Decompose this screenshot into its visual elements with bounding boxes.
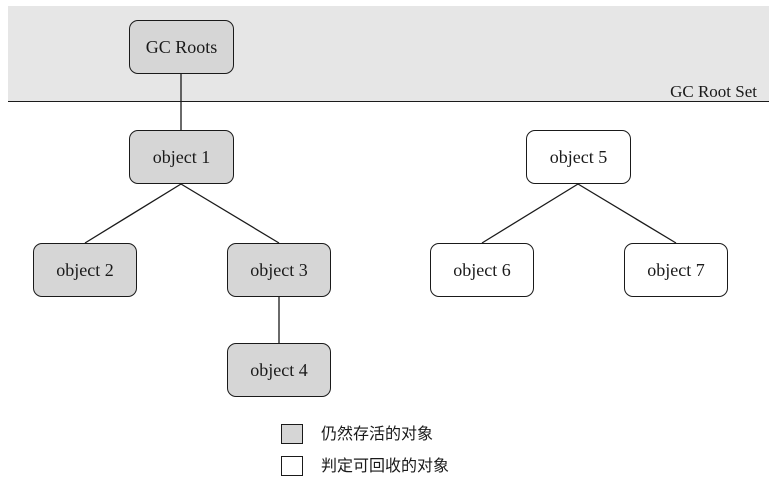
node-object-4: object 4 — [227, 343, 331, 397]
gc-root-set-label: GC Root Set — [670, 82, 757, 101]
node-object-5: object 5 — [526, 130, 631, 184]
node-label: object 1 — [152, 146, 211, 167]
edge-object-5-object-6 — [481, 183, 579, 244]
node-object-3: object 3 — [227, 243, 331, 297]
legend-label-collectible: 判定可回收的对象 — [321, 456, 450, 475]
legend-swatch-collectible — [281, 456, 303, 476]
legend-swatch-alive — [281, 424, 303, 444]
node-object-7: object 7 — [624, 243, 728, 297]
legend-item-collectible: 判定可回收的对象 — [281, 455, 449, 477]
node-object-6: object 6 — [430, 243, 534, 297]
node-gc-roots: GC Roots — [129, 20, 234, 74]
node-object-2: object 2 — [33, 243, 137, 297]
legend-label-alive: 仍然存活的对象 — [321, 424, 434, 443]
edge-object-1-object-2 — [84, 183, 182, 244]
node-label: object 6 — [453, 259, 511, 280]
node-label: object 5 — [549, 146, 608, 167]
node-label: object 3 — [250, 259, 308, 280]
node-label: object 4 — [250, 359, 308, 380]
edge-object-1-object-3 — [180, 183, 280, 244]
node-label: object 7 — [647, 259, 705, 280]
legend-item-alive: 仍然存活的对象 — [281, 423, 433, 445]
node-object-1: object 1 — [129, 130, 234, 184]
node-label: GC Roots — [145, 36, 218, 57]
node-label: object 2 — [56, 259, 114, 280]
edge-object-5-object-7 — [577, 183, 677, 244]
